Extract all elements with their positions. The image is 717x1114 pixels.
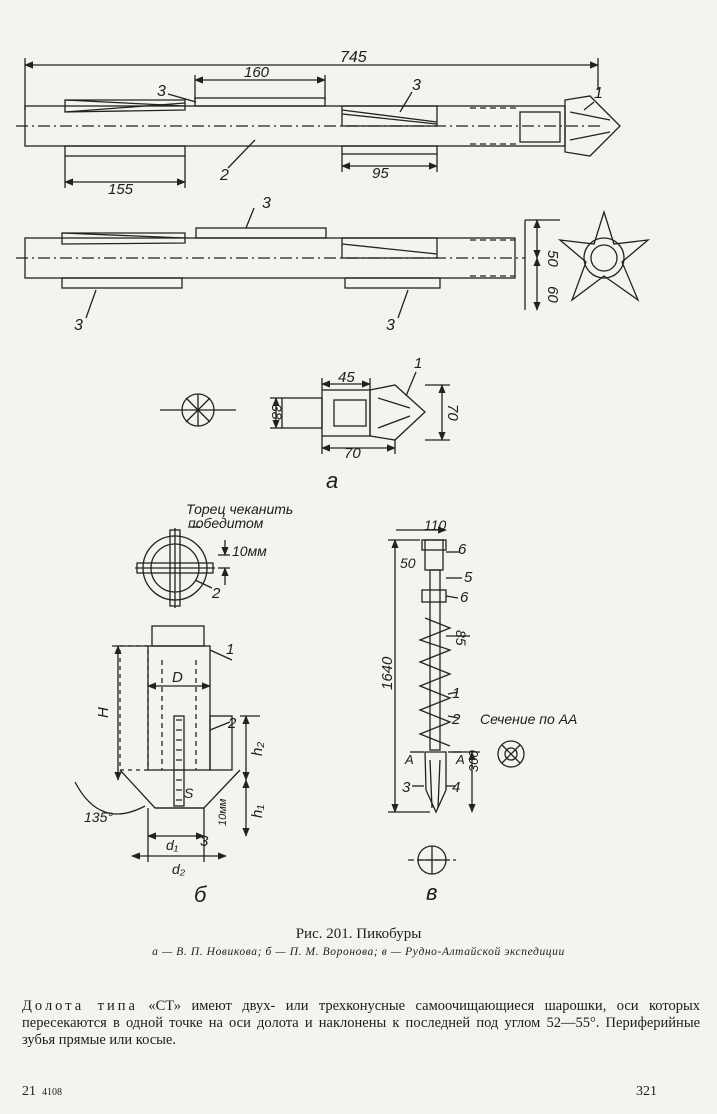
bit-b-plan-view (135, 526, 230, 608)
label-H: H (95, 707, 112, 718)
callout-2-b: 2 (227, 715, 237, 732)
dim-50-v: 50 (400, 555, 416, 571)
print-code: 4108 (42, 1087, 62, 1098)
callout-2-v: 2 (451, 711, 461, 728)
callout-3-left: 3 (157, 83, 166, 100)
figure-caption-subtitle: а — В. П. Новикова; б — П. М. Воронова; … (152, 946, 565, 958)
callout-3-right: 3 (412, 77, 421, 94)
drill-top-side-view (16, 58, 621, 188)
drill-v-end-view (408, 845, 456, 875)
figure-caption-title: Рис. 201. Пикобуры (295, 926, 422, 942)
section-aa-view (497, 740, 525, 768)
callout-2: 2 (219, 167, 229, 184)
label-S: S (184, 785, 194, 801)
callout-3-b: 3 (200, 833, 209, 850)
panel-letter-v: в (426, 880, 437, 905)
label-h1: h₁ (249, 805, 266, 818)
dim-155: 155 (108, 181, 134, 198)
drill-end-view-star (524, 209, 651, 311)
dim-85: 85 (453, 630, 469, 646)
dim-60: 60 (544, 286, 561, 303)
dim-300: 300 (466, 750, 481, 772)
figure-drawing: 745 160 155 95 3 3 2 1 3 3 3 50 60 45 70… (16, 49, 651, 907)
callout-4-v: 4 (452, 779, 460, 796)
body-paragraph: Долота типа «СТ» имеют двух- или трехкон… (22, 998, 700, 1049)
dim-45: 45 (338, 369, 355, 386)
label-A-left: А (404, 752, 414, 767)
angle-135: 135° (84, 809, 113, 825)
footer-signature: 21 4108 (22, 1084, 62, 1100)
dim-1640: 1640 (379, 656, 396, 690)
label-d2: d₂ (172, 861, 186, 877)
dim-70-horizontal: 70 (344, 445, 361, 462)
callout-6-top: 6 (458, 541, 467, 558)
dim-95: 95 (372, 165, 389, 182)
label-D: D (172, 669, 183, 686)
callout-3-second-left: 3 (74, 317, 83, 334)
body-text: «СТ» имеют двух- или трехконусные самооч… (22, 998, 700, 1048)
label-d1: d₁ (166, 837, 179, 853)
label-h2: h₂ (249, 742, 266, 756)
panel-letter-a: а (326, 468, 338, 493)
callout-2-plan: 2 (211, 585, 221, 602)
dim-10mm: 10мм (232, 543, 267, 559)
dim-50: 50 (544, 250, 561, 267)
callout-3-v: 3 (402, 779, 411, 796)
dim-110: 110 (424, 517, 447, 533)
page-number: 321 (636, 1084, 657, 1099)
bit-end-view-small (160, 393, 236, 427)
dim-38: 38 (269, 404, 285, 420)
label-A-right: А (455, 752, 465, 767)
callout-1-v: 1 (452, 685, 460, 702)
note-line-1: Торец чеканить (186, 501, 293, 517)
signature-number: 21 (22, 1084, 36, 1099)
drill-second-view (16, 207, 525, 319)
bit-side-view-small (270, 371, 450, 454)
dim-70-vertical: 70 (444, 404, 461, 421)
section-label: Сечение по АА (480, 711, 577, 727)
dim-160: 160 (244, 64, 270, 81)
callout-1-b: 1 (226, 641, 234, 658)
callout-1-small: 1 (414, 355, 422, 372)
note-line-2: победитом (188, 515, 264, 531)
callout-6-lower: 6 (460, 589, 469, 606)
panel-letter-b: б (194, 882, 208, 907)
dim-total: 745 (340, 49, 367, 66)
callout-3-second-right: 3 (386, 317, 395, 334)
dim-10mm-side: 10мм (217, 798, 229, 826)
body-lead: Долота типа (22, 998, 138, 1014)
callout-3-second-top: 3 (262, 195, 271, 212)
drill-v-side-view (388, 526, 480, 814)
bit-b-section-view (74, 625, 260, 862)
callout-1-top: 1 (594, 85, 603, 102)
callout-5: 5 (464, 569, 473, 586)
